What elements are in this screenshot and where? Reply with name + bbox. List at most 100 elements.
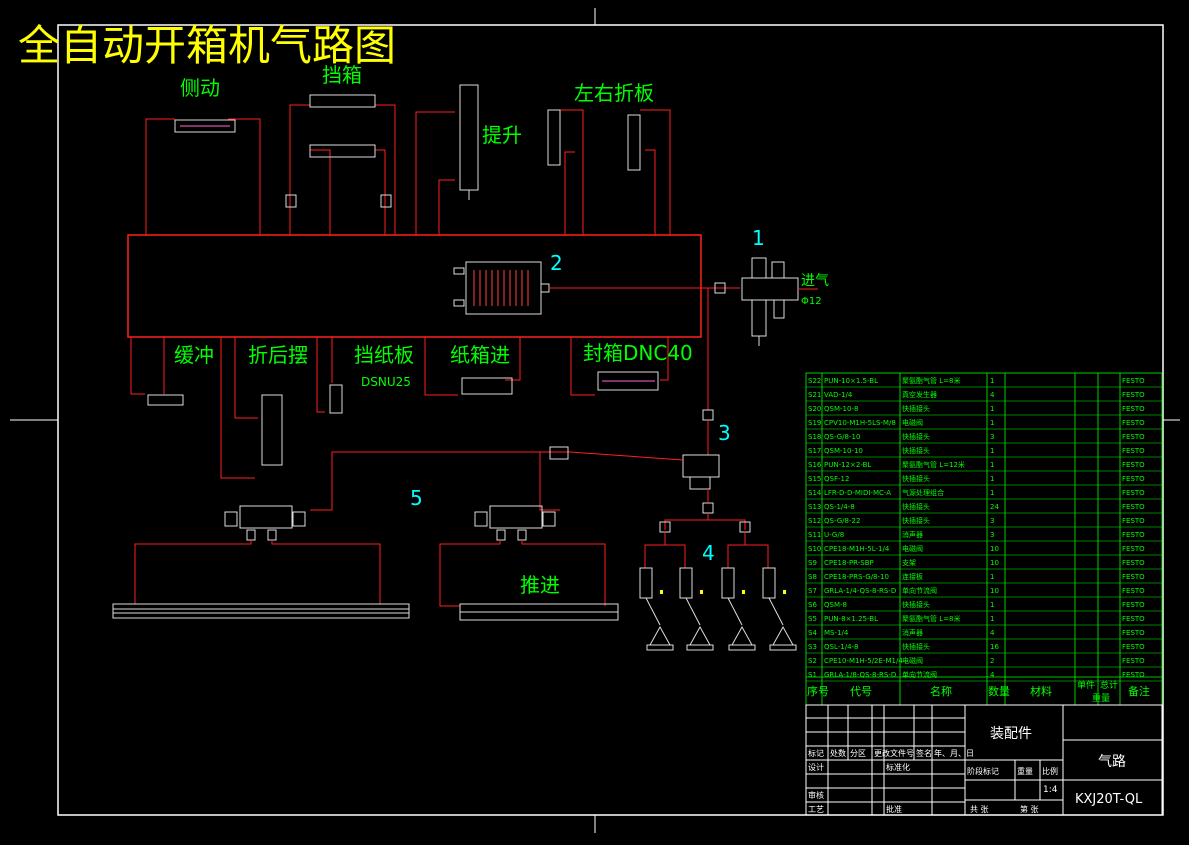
- table-cell-remark: FESTO: [1122, 573, 1145, 581]
- table-cell-qty: 2: [990, 657, 994, 665]
- parts-table-header: 序号 代号 名称 数量 材料 单件 总计 重量 备注: [807, 679, 1150, 704]
- table-cell-qty: 10: [990, 587, 999, 595]
- callout-2: 2: [550, 251, 563, 275]
- tb-weight: 重量: [1017, 766, 1033, 776]
- table-cell-code: CPV10-M1H-5LS-M/8: [824, 419, 896, 427]
- vacuum-generators: [639, 567, 797, 651]
- table-cell-name: 连接板: [902, 572, 923, 581]
- table-cell-code: QSM-8: [824, 601, 847, 609]
- table-cell-no: S4: [808, 629, 817, 637]
- table-cell-no: S13: [808, 503, 821, 511]
- table-cell-remark: FESTO: [1122, 629, 1145, 637]
- label-stop-box: 挡箱: [322, 63, 362, 87]
- table-cell-name: 消声器: [902, 530, 923, 539]
- table-cell-no: S9: [808, 559, 817, 567]
- table-cell-no: S22: [808, 377, 821, 385]
- table-cell-name: 聚氨酯气管 L=8米: [902, 376, 960, 385]
- tb-drawing-name: 气路: [1098, 754, 1126, 770]
- tb-scale: 1:4: [1043, 785, 1058, 795]
- table-cell-code: QS-1/4-8: [824, 503, 855, 511]
- table-cell-remark: FESTO: [1122, 447, 1145, 455]
- title-block-labels: 标记 处数 分区 更改文件号 签名 年、月、日 设计 标准化 阶段标记 重量 比…: [808, 748, 1058, 814]
- table-cell-code: LFR-D-D-MIDI-MC-A: [824, 489, 891, 497]
- tb-zone: 分区: [850, 749, 866, 758]
- tb-craft: 工艺: [808, 805, 824, 814]
- header-qty: 数量: [988, 685, 1010, 698]
- table-cell-qty: 1: [990, 475, 994, 483]
- table-cell-code: CPE18-PRS-G/8-10: [824, 573, 889, 581]
- header-single: 单件: [1077, 679, 1095, 691]
- vacuum-indicators: [660, 590, 786, 594]
- fitting-5: [549, 446, 569, 460]
- table-cell-remark: FESTO: [1122, 419, 1145, 427]
- table-cell-no: S10: [808, 545, 821, 553]
- tb-change-doc: 更改文件号: [874, 748, 914, 758]
- label-stop-paper: 挡纸板: [354, 343, 414, 367]
- table-cell-remark: FESTO: [1122, 657, 1145, 665]
- table-cell-no: S2: [808, 657, 817, 665]
- fold-cylinders: [547, 109, 641, 171]
- table-cell-name: 快插接头: [902, 474, 930, 483]
- table-cell-remark: FESTO: [1122, 643, 1145, 651]
- table-cell-qty: 4: [990, 671, 995, 679]
- table-cell-no: S21: [808, 391, 821, 399]
- table-cell-remark: FESTO: [1122, 489, 1145, 497]
- label-air-in-size: Φ12: [801, 296, 822, 307]
- table-cell-remark: FESTO: [1122, 671, 1145, 679]
- table-cell-qty: 1: [990, 573, 994, 581]
- table-cell-qty: 10: [990, 545, 999, 553]
- table-cell-qty: 3: [990, 433, 994, 441]
- table-cell-name: 电磁阀: [902, 656, 923, 665]
- table-cell-no: S17: [808, 447, 821, 455]
- tb-count: 处数: [830, 748, 846, 758]
- table-cell-name: 快插接头: [902, 432, 930, 441]
- table-cell-remark: FESTO: [1122, 615, 1145, 623]
- push-cylinder: [459, 603, 619, 621]
- fitting-3a: [702, 409, 714, 421]
- label-push: 推进: [520, 573, 560, 597]
- label-left-right-fold: 左右折板: [574, 81, 654, 105]
- table-cell-name: 聚氨酯气管 L=12米: [902, 460, 965, 469]
- tb-review: 审核: [808, 790, 824, 800]
- table-cell-name: 快插接头: [902, 642, 930, 651]
- table-cell-qty: 4: [990, 629, 995, 637]
- table-cell-qty: 24: [990, 503, 999, 511]
- table-cell-no: S3: [808, 643, 817, 651]
- callout-4: 4: [702, 541, 715, 565]
- table-cell-name: 电磁阀: [902, 544, 923, 553]
- table-cell-name: 快插接头: [902, 516, 930, 525]
- table-cell-code: QSL-1/4-8: [824, 643, 859, 651]
- table-cell-no: S16: [808, 461, 822, 469]
- tb-sign: 签名: [916, 748, 932, 758]
- table-cell-name: 气源处理组合: [902, 488, 944, 497]
- header-code: 代号: [850, 685, 872, 698]
- valve-5-left: [224, 505, 306, 541]
- table-cell-remark: FESTO: [1122, 377, 1145, 385]
- table-cell-no: S6: [808, 601, 817, 609]
- table-cell-code: CPE18-PR-SBP: [824, 559, 874, 567]
- table-cell-name: 单向节流阀: [902, 670, 937, 679]
- table-cell-no: S18: [808, 433, 821, 441]
- table-cell-code: MS-1/4: [824, 629, 849, 637]
- diagram-title: 全自动开箱机气路图: [18, 21, 396, 70]
- label-buffer: 缓冲: [174, 343, 214, 367]
- table-cell-code: QSF-12: [824, 475, 849, 483]
- table-cell-qty: 1: [990, 615, 994, 623]
- side-move-cylinder: [174, 119, 236, 133]
- seal-cylinder: [597, 371, 659, 391]
- tb-mark: 标记: [808, 748, 824, 758]
- tb-date: 年、月、日: [934, 748, 974, 758]
- table-cell-remark: FESTO: [1122, 433, 1145, 441]
- table-cell-no: S15: [808, 475, 821, 483]
- lift-cylinder: [459, 84, 479, 200]
- header-mat: 材料: [1030, 684, 1052, 698]
- table-cell-remark: FESTO: [1122, 531, 1145, 539]
- callout-3: 3: [718, 421, 731, 445]
- table-cell-remark: FESTO: [1122, 461, 1145, 469]
- long-cylinder-left: [112, 603, 410, 619]
- table-cell-code: GRLA-1/4-QS-8-RS-D: [824, 587, 896, 595]
- table-cell-qty: 1: [990, 601, 994, 609]
- table-cell-name: 聚氨酯气管 L=8米: [902, 614, 960, 623]
- vacuum-valve-3: [682, 454, 720, 514]
